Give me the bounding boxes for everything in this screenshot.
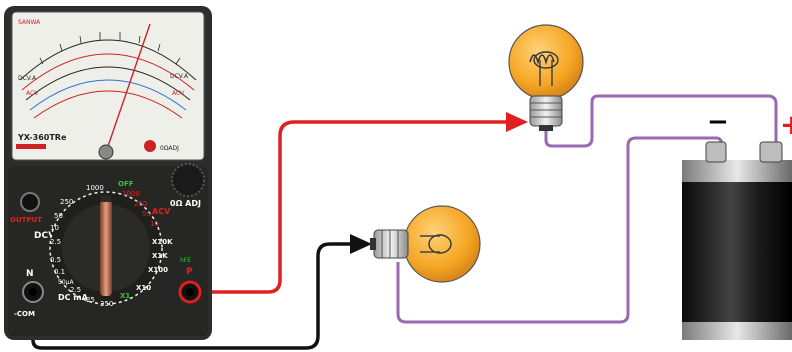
meter-model: YX-360TRe: [17, 133, 67, 142]
lightbulb-bottom: [370, 205, 481, 283]
hfe-label: hFE: [180, 257, 191, 264]
dial-label-dcma-2.5: 2.5: [70, 286, 81, 294]
red-wire-arrow: [506, 112, 528, 132]
range-dial-knob[interactable]: [100, 200, 112, 296]
zero-adj-knob[interactable]: [171, 163, 205, 197]
dial-label-acv-10: 10: [150, 220, 159, 228]
multimeter: SANWA DCV.A ACV DCV.A ACV YX-360TRe 0ΩAD…: [4, 6, 212, 340]
jack-n-label: N: [26, 269, 34, 279]
dial-label-ohm-x1k: X1K: [152, 252, 168, 260]
output-jack[interactable]: [20, 192, 40, 212]
battery-icon: [682, 160, 792, 340]
dial-label-dcv-1000: 1000: [86, 184, 104, 192]
dial-label-dcma-25: 25: [86, 296, 95, 304]
dial-label-dcv-0.5: 0.5: [50, 256, 61, 264]
jack-p-label: P: [186, 267, 193, 277]
dial-label-dcv-0.1: 0.1: [54, 268, 65, 276]
scale-label-acv-right: ACV: [172, 90, 185, 97]
dcma-label: DC mA: [58, 293, 89, 302]
lightbulb-icon: [403, 205, 481, 283]
dial-label-ohm-x10k: X10K: [152, 238, 173, 246]
dial-label-ohm-x1: X1: [120, 292, 130, 300]
battery-plus-label: +: [780, 108, 792, 141]
dial-label-off: OFF: [118, 180, 134, 188]
battery-minus-label: −: [707, 107, 729, 137]
lightbulb-top: [508, 24, 584, 131]
output-label: OUTPUT: [10, 216, 42, 224]
scale-label-dcva-right: DCV.A: [170, 73, 189, 80]
purple-wire-top: [544, 94, 778, 150]
red-wire: [200, 120, 508, 294]
black-wire: [31, 242, 352, 350]
dial-label-dcv-10: 10: [50, 224, 59, 232]
dcv-label: DCV: [34, 231, 55, 241]
dial-label-dcma-250: 250: [100, 300, 113, 308]
dial-label-dcv-50: 50: [54, 212, 63, 220]
meter-needle: [105, 23, 151, 153]
dial-label-dcv-250: 250: [60, 198, 73, 206]
dial-label-dcv-2.5: 2.5: [50, 238, 61, 246]
dial-label-ohm-x100: X100: [148, 266, 168, 274]
battery: − +: [682, 107, 792, 340]
meter-display: [11, 11, 205, 161]
scale-label-acv-left: ACV: [26, 90, 39, 97]
zero-ohm-adj-knob-label: 0Ω ADJ: [170, 199, 201, 208]
dial-label-acv-250: 250: [134, 200, 147, 208]
dial-label-acv-1000: 1000: [122, 190, 140, 198]
zero-ohm-adj-label: 0ΩADJ: [160, 145, 179, 152]
jack-com-label: -COM: [14, 310, 35, 318]
dial-label-dcma-50ua: 50µA: [58, 279, 74, 286]
black-wire-arrow: [350, 234, 372, 254]
scale-label-dcva-left: DCV.A: [18, 75, 37, 82]
acv-label: ACV: [152, 207, 171, 216]
dial-label-ohm-x10: X10: [136, 284, 151, 292]
dial-label-acv-50: 50: [142, 210, 151, 218]
purple-wire-bottom: [396, 136, 724, 324]
meter-brand: SANWA: [18, 19, 41, 26]
